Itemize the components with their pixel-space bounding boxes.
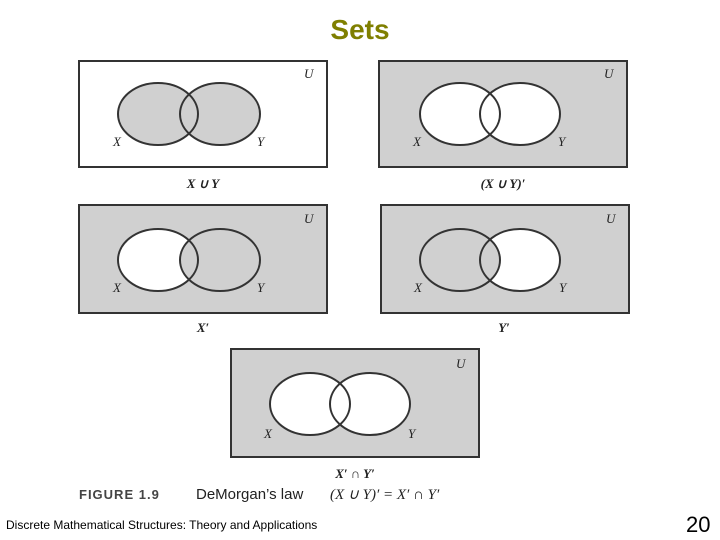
set-y-circle xyxy=(329,372,411,436)
figure-formula: (X ∪ Y)′ = X′ ∩ Y′ xyxy=(330,487,440,503)
universe-label: U xyxy=(304,211,315,226)
set-x-label: X xyxy=(112,134,122,149)
set-y-fill xyxy=(480,229,560,291)
set-y-fill xyxy=(330,373,410,435)
set-y-label: Y xyxy=(558,134,567,149)
slide-title: Sets xyxy=(330,14,390,45)
set-x-fill xyxy=(270,373,350,435)
set-x-label: X xyxy=(263,426,273,441)
set-x-fill xyxy=(118,83,198,145)
set-x-label: X xyxy=(412,134,422,149)
venn-panel-complement-y: U X Y Y′ xyxy=(380,204,630,335)
set-x-circle xyxy=(419,82,501,146)
universe-label: U xyxy=(304,66,315,81)
set-y-circle xyxy=(179,82,261,146)
figure-caption: FIGURE 1.9 DeMorgan’s law (X ∪ Y)′ = X′ … xyxy=(79,486,440,503)
universe-label: U xyxy=(606,211,617,226)
set-y-circle xyxy=(479,228,561,292)
set-y-label: Y xyxy=(559,280,568,295)
set-x-circle xyxy=(269,372,351,436)
set-x-fill xyxy=(118,229,198,291)
set-y-fill xyxy=(480,83,560,145)
set-y-fill xyxy=(180,83,260,145)
set-y-label: Y xyxy=(257,280,266,295)
universe-rect xyxy=(78,204,328,314)
set-y-label: Y xyxy=(257,134,266,149)
universe-label: U xyxy=(456,356,467,371)
venn-panel-intersection-complements: U X Y X′ ∩ Y′ xyxy=(230,348,480,481)
panel-caption: X ∪ Y xyxy=(186,176,220,191)
panel-caption: X′ ∩ Y′ xyxy=(334,466,375,481)
panel-caption: X′ xyxy=(196,320,210,335)
set-x-label: X xyxy=(112,280,122,295)
footer-text: Discrete Mathematical Structures: Theory… xyxy=(6,518,318,532)
venn-panel-complement-x: U X Y X′ xyxy=(78,204,328,335)
venn-panel-complement-union: U X Y (X ∪ Y)′ xyxy=(378,60,628,191)
set-x-label: X xyxy=(413,280,423,295)
panel-caption: Y′ xyxy=(498,320,510,335)
figure-label: FIGURE 1.9 xyxy=(79,487,160,502)
universe-label: U xyxy=(604,66,615,81)
panel-caption: (X ∪ Y)′ xyxy=(481,176,526,191)
figure-name: DeMorgan’s law xyxy=(196,486,303,503)
set-x-circle xyxy=(117,228,199,292)
set-x-circle xyxy=(117,82,199,146)
venn-panel-union: U X Y X ∪ Y xyxy=(78,60,328,191)
set-y-circle xyxy=(479,82,561,146)
set-y-label: Y xyxy=(408,426,417,441)
page-number: 20 xyxy=(686,512,711,537)
set-x-circle xyxy=(419,228,501,292)
set-y-circle xyxy=(179,228,261,292)
set-x-fill xyxy=(420,83,500,145)
